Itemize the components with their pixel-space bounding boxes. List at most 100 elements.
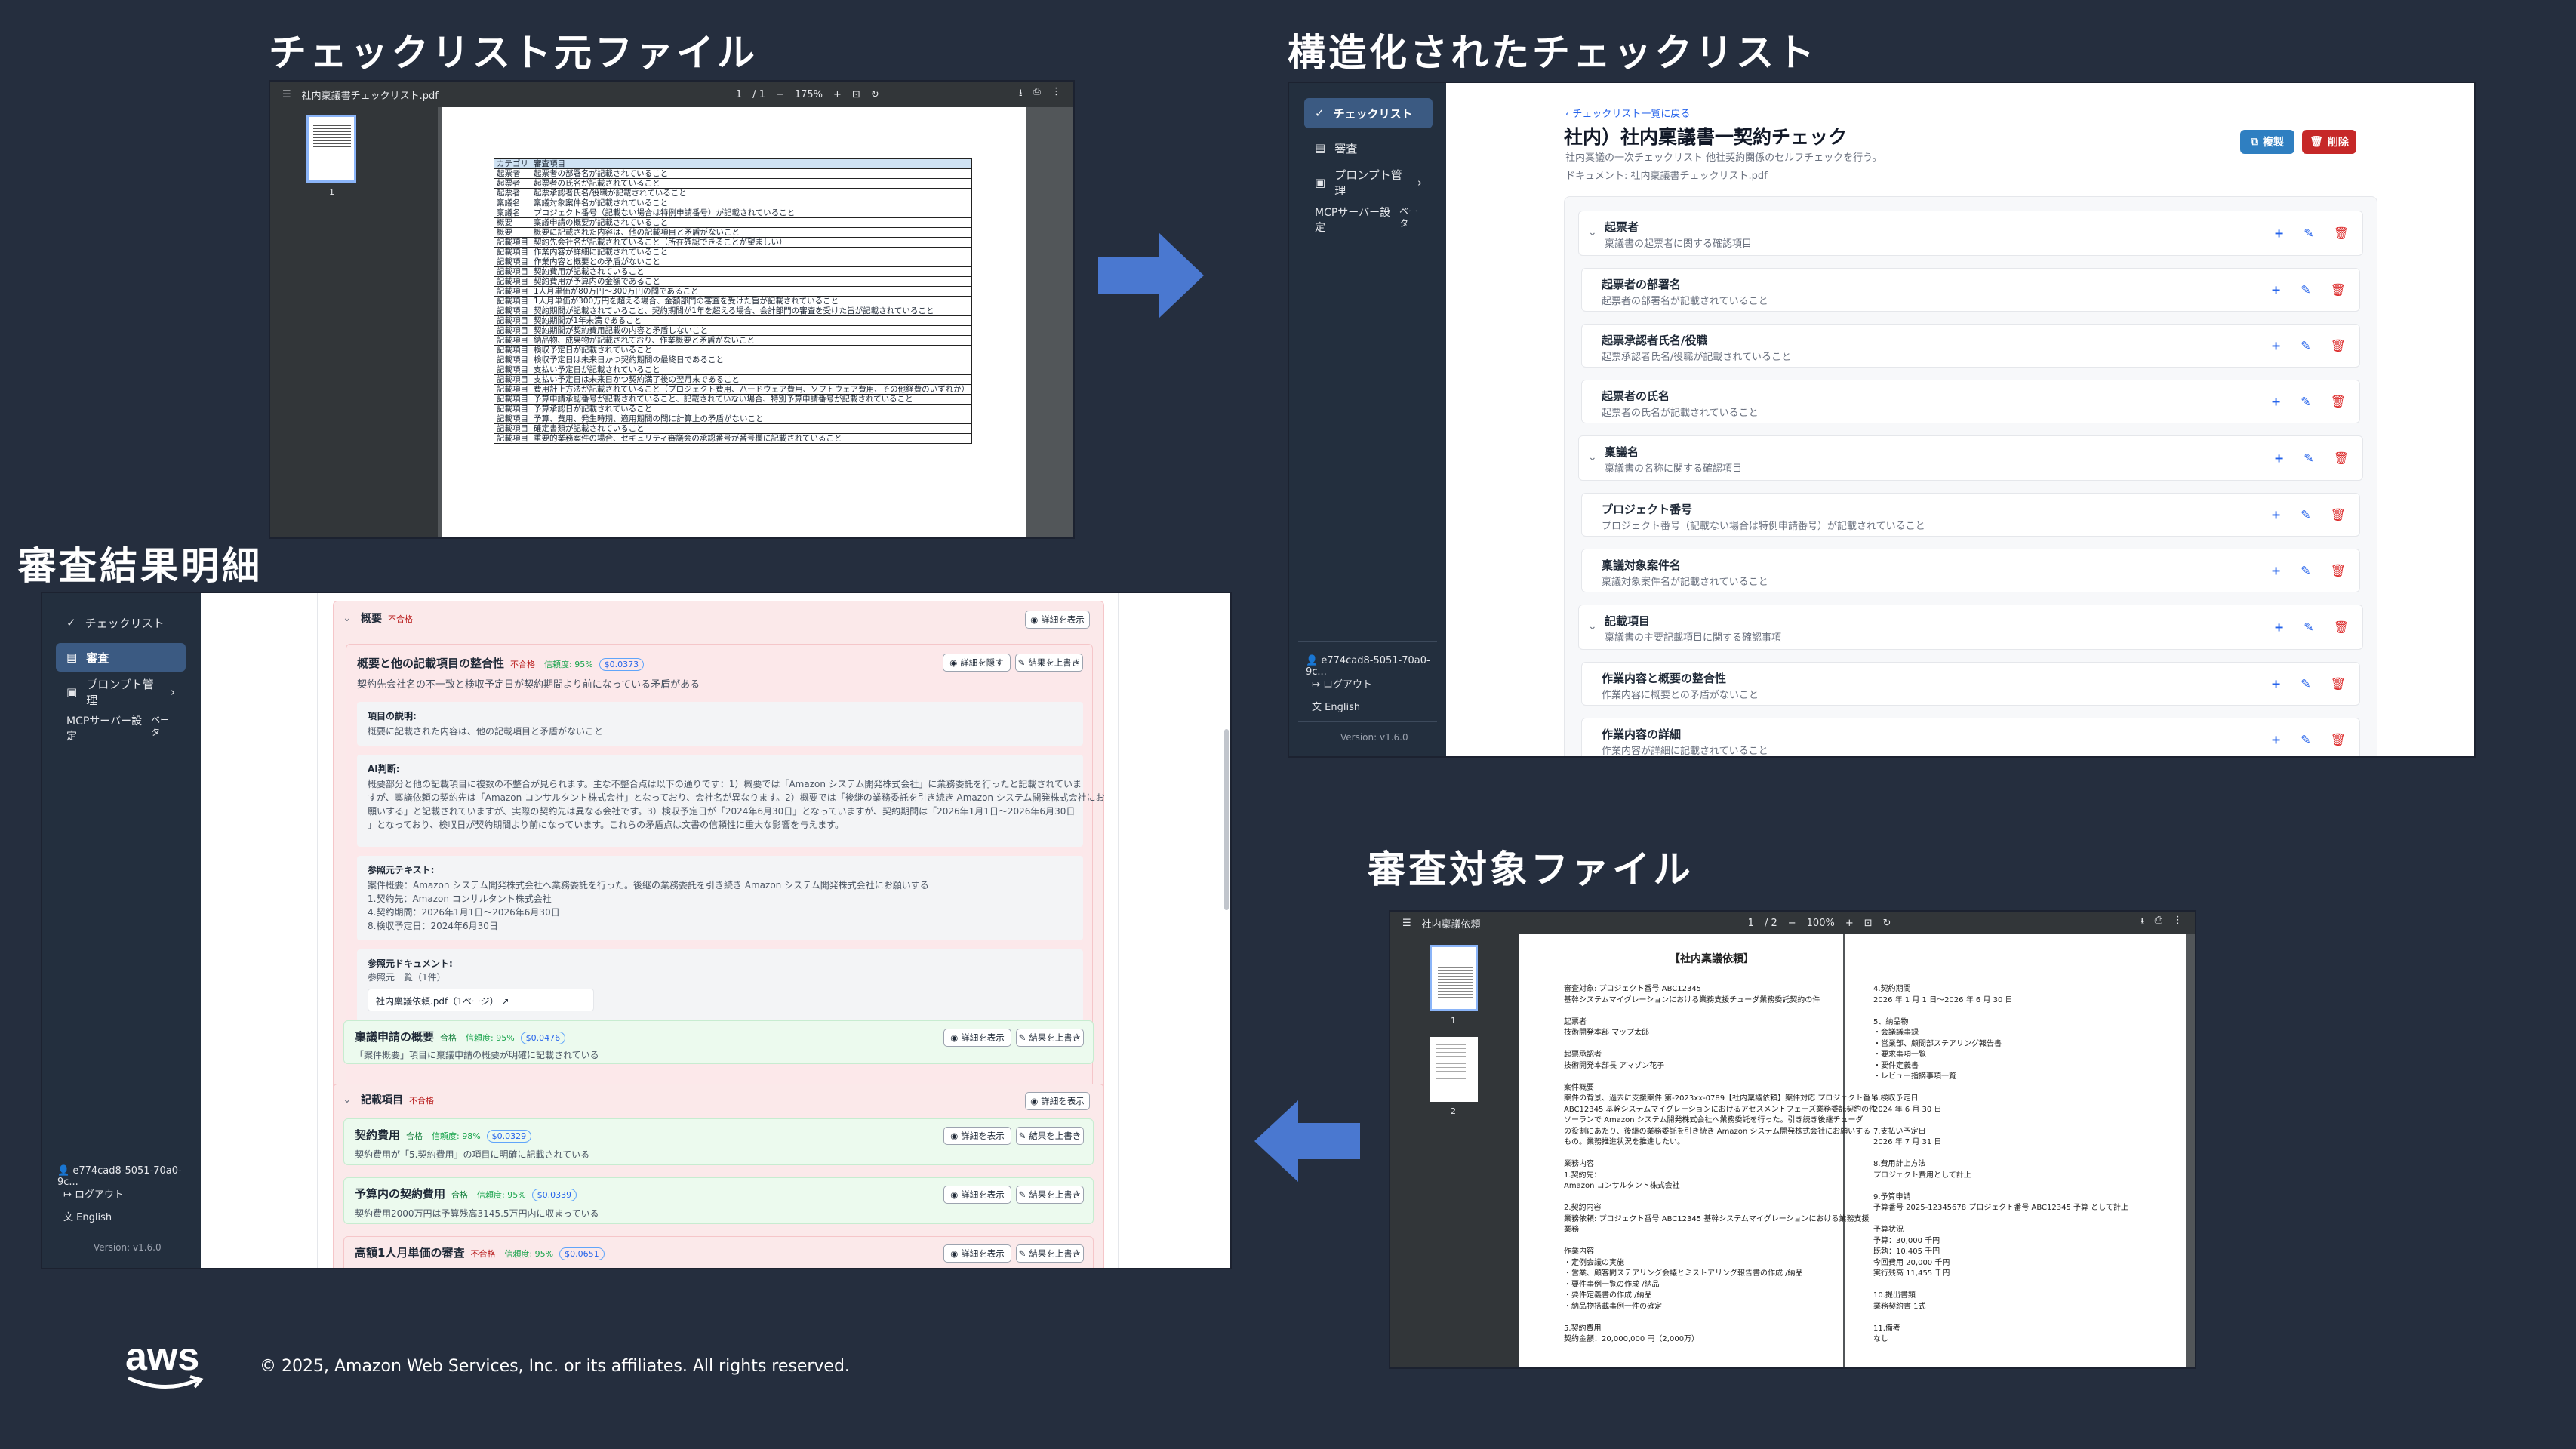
zoom-level-2[interactable]: 100% <box>1806 917 1835 929</box>
edit-icon[interactable]: ✎ <box>2301 282 2311 297</box>
edit-icon[interactable]: ✎ <box>2301 676 2311 691</box>
zoom-in-icon[interactable]: + <box>833 88 842 100</box>
logout-link[interactable]: ↦ ログアウト <box>1312 679 1373 691</box>
checklist-item[interactable]: 起票者の氏名起票者の氏名が記載されていること+✎🗑 <box>1581 380 2360 423</box>
show-detail-button[interactable]: ◉詳細を表示 <box>943 1029 1011 1047</box>
zoom-in-icon[interactable]: + <box>1845 917 1854 929</box>
show-detail-button[interactable]: ◉詳細を表示 <box>943 1127 1011 1145</box>
trash-icon[interactable]: 🗑 <box>2330 282 2346 297</box>
more-icon[interactable]: ⋮ <box>1051 86 1061 97</box>
edit-icon[interactable]: ✎ <box>2301 732 2311 747</box>
nav-review[interactable]: ▤審査 <box>1315 141 1358 155</box>
nav-checklist-2[interactable]: ✓チェックリスト <box>66 616 165 630</box>
chevron-down-icon[interactable]: ⌄ <box>1588 226 1597 238</box>
more-icon[interactable]: ⋮ <box>2173 915 2183 926</box>
print-icon[interactable]: ⎙ <box>2154 915 2162 926</box>
zoom-out-icon[interactable]: − <box>775 88 784 100</box>
add-icon[interactable]: + <box>2273 620 2285 635</box>
trash-icon[interactable]: 🗑 <box>2330 394 2346 409</box>
edit-icon[interactable]: ✎ <box>2304 226 2314 241</box>
rotate-icon[interactable]: ↻ <box>870 88 879 100</box>
scrollbar[interactable] <box>1224 729 1229 910</box>
edit-icon[interactable]: ✎ <box>2301 394 2311 409</box>
show-detail-button[interactable]: ◉詳細を表示 <box>943 1244 1011 1263</box>
nav-mcp[interactable]: MCPサーバー設定 ベータ <box>1315 206 1418 234</box>
zoom-level[interactable]: 175% <box>794 88 823 100</box>
nav-review-2[interactable]: ▤審査 <box>56 643 186 672</box>
overwrite-button[interactable]: ✎結果を上書き <box>1016 1127 1084 1145</box>
trash-icon[interactable]: 🗑 <box>2333 620 2349 635</box>
trash-icon[interactable]: 🗑 <box>2330 676 2346 691</box>
trash-icon[interactable]: 🗑 <box>2333 451 2349 466</box>
edit-icon[interactable]: ✎ <box>2301 507 2311 522</box>
page-thumbnail-2[interactable] <box>1430 1037 1478 1102</box>
back-link[interactable]: ‹ チェックリスト一覧に戻る <box>1565 109 1691 120</box>
show-detail-button[interactable]: ◉詳細を表示 <box>943 1186 1011 1204</box>
trash-icon[interactable]: 🗑 <box>2330 732 2346 747</box>
add-icon[interactable]: + <box>2270 676 2282 691</box>
checklist-item[interactable]: プロジェクト番号プロジェクト番号（記載ない場合は特例申請番号）が記載されているこ… <box>1581 493 2360 537</box>
rotate-icon[interactable]: ↻ <box>1882 917 1891 929</box>
add-icon[interactable]: + <box>2270 732 2282 747</box>
trash-icon[interactable]: 🗑 <box>2330 338 2346 353</box>
trash-icon[interactable]: 🗑 <box>2333 226 2349 241</box>
overwrite-button[interactable]: ✎結果を上書き <box>1016 1186 1084 1204</box>
nav-prompt-2[interactable]: ▣プロンプト管理› <box>66 678 175 707</box>
show-detail-button[interactable]: ◉詳細を表示 <box>1025 1092 1090 1110</box>
checklist-group[interactable]: ⌄起票者稟議書の起票者に関する確認項目+✎🗑 <box>1578 211 2363 256</box>
checklist-group[interactable]: ⌄稟議名稟議書の名称に関する確認項目+✎🗑 <box>1578 435 2363 481</box>
hide-detail-button[interactable]: ◉詳細を隠す <box>943 654 1011 672</box>
fit-page-icon[interactable]: ⊡ <box>1864 917 1873 929</box>
language-selector-2[interactable]: 文 English <box>63 1212 112 1223</box>
menu-icon[interactable]: ☰ <box>282 88 291 100</box>
add-icon[interactable]: + <box>2270 338 2282 353</box>
download-icon[interactable]: ⭳ <box>2141 916 2144 928</box>
checklist-item[interactable]: 起票者の部署名起票者の部署名が記載されていること+✎🗑 <box>1581 268 2360 312</box>
nav-prompt[interactable]: ▣プロンプト管理› <box>1315 168 1422 198</box>
copy-button[interactable]: ⧉複製 <box>2240 130 2294 154</box>
checklist-item[interactable]: 作業内容と概要の整合性作業内容に概要との矛盾がないこと+✎🗑 <box>1581 662 2360 706</box>
show-detail-button[interactable]: ◉詳細を表示 <box>1025 611 1090 629</box>
checklist-group[interactable]: ⌄記載項目稟議書の主要記載項目に関する確認事項+✎🗑 <box>1578 605 2363 650</box>
page-input[interactable]: 1 <box>735 88 743 100</box>
page-input-2[interactable]: 1 <box>1747 917 1754 929</box>
nav-mcp-2[interactable]: MCPサーバー設定 ベータ <box>66 715 170 743</box>
add-icon[interactable]: + <box>2270 394 2282 409</box>
overwrite-button[interactable]: ✎結果を上書き <box>1016 1029 1084 1047</box>
menu-icon[interactable]: ☰ <box>1402 917 1411 929</box>
add-icon[interactable]: + <box>2270 507 2282 522</box>
chevron-down-icon[interactable]: ⌄ <box>343 612 352 624</box>
overwrite-button[interactable]: ✎結果を上書き <box>1015 654 1083 672</box>
zoom-out-icon[interactable]: − <box>1787 917 1796 929</box>
checklist-item[interactable]: 作業内容の詳細作業内容が詳細に記載されていること+✎🗑 <box>1581 718 2360 756</box>
add-icon[interactable]: + <box>2273 226 2285 241</box>
chevron-down-icon[interactable]: ⌄ <box>343 1094 352 1106</box>
page-thumbnail[interactable] <box>306 115 356 183</box>
fit-page-icon[interactable]: ⊡ <box>851 88 860 100</box>
checklist-item[interactable]: 稟議対象案件名稟議対象案件名が記載されていること+✎🗑 <box>1581 549 2360 592</box>
nav-checklist[interactable]: ✓チェックリスト <box>1304 98 1433 128</box>
logout-link-2[interactable]: ↦ ログアウト <box>63 1189 125 1201</box>
delete-button[interactable]: 🗑削除 <box>2302 130 2356 154</box>
overwrite-button[interactable]: ✎結果を上書き <box>1016 1244 1084 1263</box>
edit-icon[interactable]: ✎ <box>2304 620 2314 635</box>
edit-icon[interactable]: ✎ <box>2301 338 2311 353</box>
edit-icon[interactable]: ✎ <box>2301 563 2311 578</box>
edit-icon[interactable]: ✎ <box>2304 451 2314 466</box>
chevron-down-icon[interactable]: ⌄ <box>1588 451 1597 463</box>
reference-file-link[interactable]: 社内稟議依頼.pdf（1ページ） ↗ <box>368 989 594 1011</box>
chevron-down-icon[interactable]: ⌄ <box>1588 620 1597 632</box>
checklist-item[interactable]: 起票承認者氏名/役職起票承認者氏名/役職が記載されていること+✎🗑 <box>1581 324 2360 368</box>
table-cell-category: 起票者 <box>494 168 531 179</box>
table-row: 起票者起票承認者氏名/役職が記載されていること <box>494 188 973 198</box>
trash-icon[interactable]: 🗑 <box>2330 507 2346 522</box>
add-icon[interactable]: + <box>2270 563 2282 578</box>
download-icon[interactable]: ⭳ <box>1019 88 1023 99</box>
doc-line: 8.費用計上方法 <box>1873 1160 1926 1168</box>
add-icon[interactable]: + <box>2270 282 2282 297</box>
language-selector[interactable]: 文 English <box>1312 702 1361 713</box>
print-icon[interactable]: ⎙ <box>1033 86 1041 97</box>
trash-icon[interactable]: 🗑 <box>2330 563 2346 578</box>
page-thumbnail-1[interactable] <box>1430 945 1478 1011</box>
add-icon[interactable]: + <box>2273 451 2285 466</box>
